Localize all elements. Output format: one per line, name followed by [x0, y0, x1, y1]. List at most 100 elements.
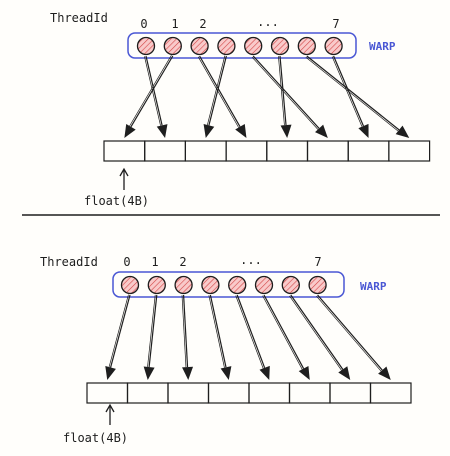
memory-cell: [86, 382, 129, 404]
access-arrow-shaft: [317, 294, 383, 371]
access-arrow-shaft: [199, 55, 241, 128]
access-arrow-shaft: [145, 55, 163, 126]
thread-circle: [324, 36, 343, 56]
access-arrow-shaft: [183, 294, 189, 368]
thread-index-7: 7: [314, 255, 321, 269]
warp-label: WARP: [360, 280, 387, 293]
element-size-label: float(4B): [63, 431, 128, 445]
access-arrow-shaft: [208, 55, 227, 126]
access-arrow-sketch-line: [262, 295, 303, 370]
thread-circle: [163, 36, 182, 56]
access-arrowhead: [182, 366, 194, 380]
access-arrow-sketch-line: [197, 56, 239, 128]
thread-circle: [270, 36, 290, 56]
memory-cell: [266, 140, 309, 162]
memory-cell: [288, 382, 331, 404]
warp-box: [127, 32, 357, 59]
access-arrow-sketch-line: [278, 56, 285, 126]
thread-row: [136, 36, 343, 56]
access-arrowhead: [220, 366, 232, 380]
access-arrowhead: [203, 124, 215, 138]
thread-circle: [297, 36, 316, 56]
access-arrow-sketch-line: [251, 56, 319, 130]
memory-cell: [369, 382, 412, 404]
access-arrow-shaft: [279, 55, 287, 126]
thread-index-7: 7: [332, 17, 339, 31]
access-arrow-sketch-line: [316, 295, 382, 372]
access-arrowhead: [315, 124, 328, 138]
memory-cell: [103, 140, 146, 162]
memory-cell: [126, 382, 169, 404]
thread-circle: [174, 275, 193, 295]
memory-cell: [388, 140, 431, 162]
access-arrow-sketch-line: [331, 56, 363, 127]
memory-cell: [306, 140, 349, 162]
access-arrow-sketch-line: [181, 295, 187, 368]
thread-circle: [136, 36, 156, 56]
memory-cell: [248, 382, 291, 404]
memory-cell: [144, 140, 186, 162]
access-arrow-shaft: [263, 294, 305, 369]
thread-circle: [190, 36, 209, 56]
access-arrow-sketch-line: [305, 56, 399, 132]
access-arrowhead: [338, 366, 351, 380]
access-arrow-shaft: [209, 294, 227, 368]
element-pointer-arrowhead: [105, 403, 115, 413]
thread-circle: [201, 275, 220, 295]
thread-index-0: 0: [140, 17, 147, 31]
thread-index-2: 2: [199, 17, 206, 31]
thread-index-1: 1: [171, 17, 178, 31]
access-arrowhead: [280, 124, 292, 138]
access-arrow-sketch-line: [147, 294, 156, 367]
panel-aligned: ThreadId 0 1 2 ... 7 WARP float(4B): [40, 253, 412, 445]
warp-label: WARP: [369, 40, 396, 53]
access-arrowhead: [358, 123, 369, 138]
access-arrowhead: [105, 366, 116, 380]
access-arrows: [124, 55, 410, 138]
memory-cell: [167, 382, 210, 404]
threadid-label: ThreadId: [40, 255, 98, 269]
access-arrowhead: [298, 365, 310, 380]
access-arrow-sketch-line: [208, 295, 225, 368]
access-arrowhead: [143, 366, 155, 380]
thread-circle: [281, 275, 300, 295]
access-arrow-shaft: [290, 294, 344, 370]
warp-box: [112, 271, 345, 298]
access-arrow-sketch-line: [108, 294, 129, 368]
memory-cell-row: [86, 382, 412, 404]
access-arrow-shaft: [236, 294, 266, 369]
thread-index-0: 0: [123, 255, 130, 269]
memory-cell: [184, 140, 227, 162]
access-arrowhead: [235, 123, 247, 138]
thread-circle: [147, 275, 166, 295]
thread-row: [120, 275, 327, 295]
access-arrow-shaft: [130, 55, 174, 128]
memory-cell-row: [103, 140, 431, 162]
thread-circle: [254, 275, 274, 295]
element-size-label: float(4B): [84, 194, 149, 208]
threadid-label: ThreadId: [50, 11, 108, 25]
memory-cell: [207, 382, 250, 404]
access-arrowhead: [124, 124, 136, 138]
thread-index-1: 1: [151, 255, 158, 269]
access-arrow-shaft: [333, 55, 365, 127]
thread-index-2: 2: [179, 255, 186, 269]
thread-index-ellipsis: ...: [240, 253, 262, 267]
access-arrow-shaft: [252, 55, 320, 129]
panel-misaligned: ThreadId 0 1 2 ... 7 WARP float(4B): [50, 11, 431, 208]
memory-cell: [225, 140, 268, 162]
thread-circle: [228, 275, 247, 295]
access-arrow-shaft: [306, 55, 400, 131]
access-arrow-sketch-line: [207, 55, 226, 126]
access-arrow-sketch-line: [129, 55, 172, 127]
memory-cell: [329, 382, 372, 404]
thread-circle: [308, 275, 327, 295]
access-arrowhead: [395, 125, 410, 138]
element-pointer-arrowhead: [119, 167, 129, 177]
access-arrowhead: [378, 366, 391, 380]
access-arrow-shaft: [148, 294, 158, 368]
memory-cell: [347, 140, 390, 162]
access-arrow-sketch-line: [235, 295, 264, 369]
